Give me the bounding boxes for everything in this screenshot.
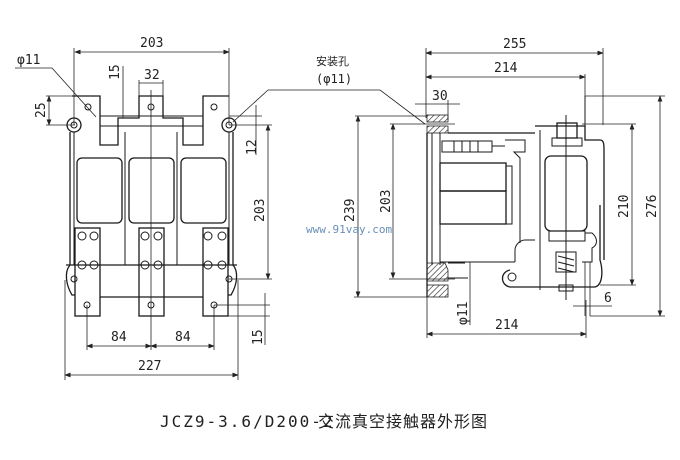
dim-84-left: 84 bbox=[111, 330, 127, 345]
top-frame bbox=[72, 95, 229, 146]
dim-30: 30 bbox=[432, 89, 448, 104]
dim-phi11-side: φ11 bbox=[456, 302, 471, 325]
base-ear-left bbox=[65, 264, 75, 296]
dim-hole-phi11: φ11 bbox=[17, 53, 40, 68]
right-frame bbox=[535, 125, 605, 260]
dim-84-right: 84 bbox=[175, 330, 191, 345]
pivot-hole bbox=[507, 272, 517, 282]
shaft-assembly bbox=[441, 140, 493, 153]
dim-214-bottom: 214 bbox=[495, 318, 519, 333]
mount-hole-label: 安装孔 bbox=[316, 54, 349, 68]
leader-line bbox=[379, 89, 426, 125]
dim-15-bottom: 15 bbox=[251, 329, 266, 345]
side-view: 安装孔 (φ11) 255 214 30 bbox=[316, 37, 665, 338]
nut-bottom bbox=[558, 284, 574, 292]
dim-6: 6 bbox=[604, 291, 612, 306]
dim-12: 12 bbox=[245, 139, 260, 155]
flange-top-hatch bbox=[426, 125, 449, 134]
dim-214-top: 214 bbox=[494, 61, 518, 76]
dim-25: 25 bbox=[34, 102, 49, 118]
dim-210: 210 bbox=[617, 195, 632, 218]
spring bbox=[557, 255, 575, 273]
coil-upper bbox=[439, 162, 507, 192]
bottle-flange-bottom bbox=[548, 230, 586, 242]
dim-15-top: 15 bbox=[108, 64, 123, 80]
dim-276: 276 bbox=[645, 195, 660, 218]
base-hole-left bbox=[70, 275, 78, 283]
dim-239: 239 bbox=[343, 199, 358, 222]
vacuum-bottle-1 bbox=[76, 157, 123, 224]
armature bbox=[505, 165, 513, 225]
leader-line bbox=[51, 67, 97, 118]
flange-top-hatch bbox=[426, 114, 449, 123]
bracket bbox=[505, 139, 526, 243]
dim-203-side: 203 bbox=[379, 190, 394, 213]
flange-bottom-hatch bbox=[426, 284, 449, 298]
terminal-block-3 bbox=[202, 227, 229, 317]
terminal-block-2 bbox=[138, 227, 165, 317]
lever bbox=[514, 239, 535, 262]
washer-top bbox=[551, 137, 583, 147]
mount-hole-dia: (φ11) bbox=[316, 72, 352, 86]
drawing-title-model: JCZ9-3.6/D200-2 bbox=[160, 412, 335, 431]
terminal-block-1 bbox=[74, 227, 101, 317]
watermark: www.91vay.com bbox=[306, 223, 392, 236]
flange-bottom-hatch bbox=[426, 262, 449, 282]
dim-32: 32 bbox=[144, 68, 160, 83]
dim-227: 227 bbox=[138, 359, 161, 374]
terminal-hole bbox=[84, 103, 92, 111]
dim-203-top: 203 bbox=[140, 36, 163, 51]
front-view: 203 φ11 15 32 25 bbox=[15, 36, 380, 380]
mount-hole-left-inner bbox=[70, 121, 78, 129]
lower-bracket bbox=[501, 205, 603, 288]
spring-housing bbox=[555, 251, 577, 273]
flex-connector bbox=[582, 232, 597, 263]
nut-top bbox=[556, 122, 578, 139]
dim-255: 255 bbox=[503, 37, 526, 52]
terminal-hole bbox=[210, 103, 218, 111]
dim-203-right: 203 bbox=[253, 199, 268, 222]
drawing-title-description: 交流真空接触器外形图 bbox=[318, 412, 488, 431]
coil-lower bbox=[439, 190, 507, 225]
vacuum-bottle-2 bbox=[128, 157, 175, 224]
base-ear-right bbox=[228, 264, 238, 296]
leader-line bbox=[232, 89, 269, 123]
vacuum-bottle-3 bbox=[180, 157, 227, 224]
